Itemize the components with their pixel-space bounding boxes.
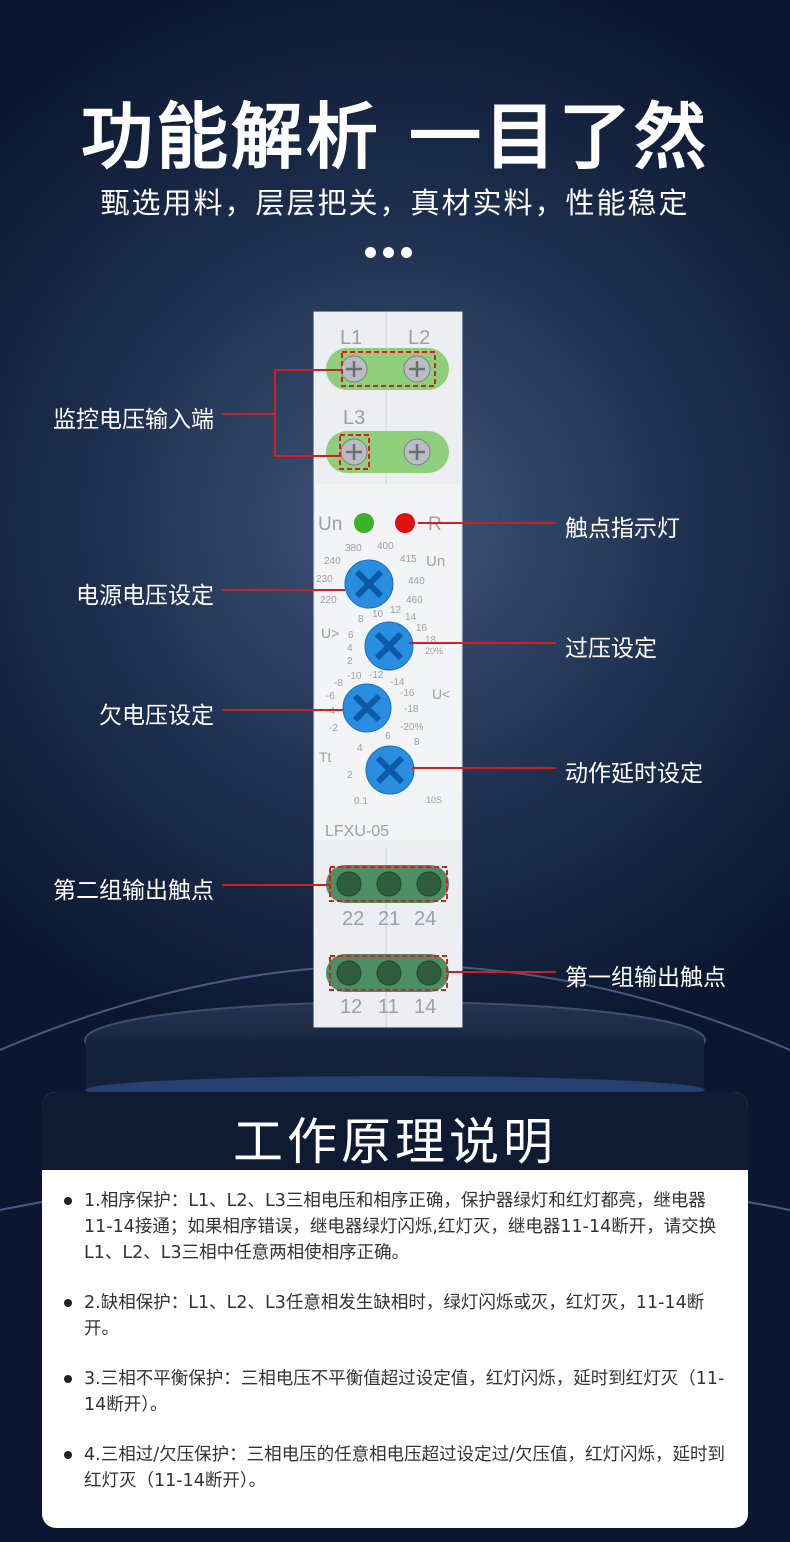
- terminal-label-l2: L2: [408, 327, 430, 349]
- device-model: LFXU-05: [325, 823, 389, 840]
- callout-input-terminals: 监控电压输入端: [53, 407, 214, 433]
- principle-header: 工作原理说明: [42, 1092, 748, 1171]
- dial-over-tick: 20%: [425, 646, 443, 656]
- dial-over-tick: 8: [358, 614, 364, 625]
- dial-un-tick: 460: [406, 595, 423, 606]
- output-1-label: 14: [414, 996, 436, 1018]
- dial-under-tick: -18: [404, 704, 419, 715]
- dial-tt-label: Tt: [319, 749, 332, 765]
- bullet-icon: [64, 1451, 72, 1459]
- dial-un-tick: 220: [320, 595, 337, 606]
- terminal-label-l3: L3: [343, 407, 365, 429]
- page-title: 功能解析 一目了然: [80, 95, 710, 179]
- dial-under-tick: -20%: [400, 722, 423, 733]
- dial-over-tick: 4: [347, 643, 353, 654]
- callout-contact-indicator: 触点指示灯: [565, 516, 680, 542]
- screw-icon: [340, 355, 431, 466]
- led-label-un: Un: [318, 514, 342, 535]
- dial-tt-tick: 8: [414, 737, 420, 748]
- red-led-icon: [395, 513, 415, 533]
- dial-under-tick: -14: [390, 677, 405, 688]
- callout-under-voltage: 欠电压设定: [99, 703, 214, 729]
- dial-over-tick: 14: [405, 612, 417, 623]
- dial-under-tick: -16: [400, 688, 415, 699]
- list-item: 2.缺相保护：L1、L2、L3任意相发生缺相时，绿灯闪烁或灭，红灯灭，11-14…: [64, 1290, 734, 1342]
- callout-lines: [222, 369, 556, 973]
- dial-under-label: U<: [432, 686, 450, 702]
- bullet-icon: [64, 1375, 72, 1383]
- callout-supply-voltage: 电源电压设定: [76, 583, 214, 609]
- callout-over-voltage: 过压设定: [565, 636, 657, 662]
- dial-un-tick: 240: [324, 556, 341, 567]
- dial-tt-tick: 2: [347, 770, 353, 781]
- list-item: 1.相序保护：L1、L2、L3三相电压和相序正确，保护器绿灯和红灯都亮，继电器1…: [64, 1188, 734, 1266]
- output-1-label: 11: [378, 996, 399, 1018]
- green-led-icon: [354, 513, 374, 533]
- principle-panel: 工作原理说明 1.相序保护：L1、L2、L3三相电压和相序正确，保护器绿灯和红灯…: [42, 1092, 748, 1528]
- bullet-icon: [64, 1197, 72, 1205]
- dial-tt-tick: 10S: [426, 795, 442, 805]
- dial-un-tick: 415: [400, 554, 417, 565]
- list-item: 3.三相不平衡保护：三相电压不平衡值超过设定值，红灯闪烁，延时到红灯灭（11-1…: [64, 1366, 734, 1418]
- dial-un-tick: 380: [345, 543, 362, 554]
- principle-title: 工作原理说明: [233, 1113, 557, 1171]
- dial-under-tick: -4: [326, 706, 335, 717]
- callout-output-group-1: 第一组输出触点: [565, 965, 726, 991]
- dial-un-tick: 440: [408, 576, 425, 587]
- output-2-label: 22: [342, 908, 364, 930]
- decorative-dots: [365, 243, 419, 262]
- page-subtitle: 甄选用料，层层把关，真材实料，性能稳定: [100, 186, 690, 220]
- dial-over-tick: 18: [425, 635, 437, 646]
- terminal-label-l1: L1: [340, 327, 362, 349]
- bullet-icon: [64, 1299, 72, 1307]
- dial-under-tick: -6: [326, 691, 335, 702]
- dial-un-tick: 400: [377, 541, 394, 552]
- dial-tt-tick: 0.1: [354, 796, 368, 807]
- dial-over-tick: 12: [390, 605, 402, 616]
- dial-over-tick: 10: [372, 609, 384, 620]
- principle-list: 1.相序保护：L1、L2、L3三相电压和相序正确，保护器绿灯和红灯都亮，继电器1…: [64, 1188, 734, 1518]
- dial-over-tick: 2: [347, 656, 353, 667]
- dial-tt-tick: 4: [357, 743, 363, 754]
- dial-under-tick: -10: [347, 671, 362, 682]
- dial-un-label: Un: [426, 553, 445, 570]
- dial-under-tick: -12: [369, 670, 384, 681]
- output-1-label: 12: [340, 996, 362, 1018]
- callout-delay: 动作延时设定: [565, 761, 703, 787]
- list-item: 4.三相过/欠压保护：三相电压的任意相电压超过设定过/欠压值，红灯闪烁，延时到红…: [64, 1442, 734, 1494]
- dial-un-tick: 230: [316, 574, 333, 585]
- dial-over-label: U>: [321, 625, 339, 641]
- dial-under-tick: -2: [329, 723, 338, 734]
- dial-over-tick: 16: [416, 623, 428, 634]
- dial-under-tick: -8: [334, 678, 343, 689]
- led-label-r: R: [428, 514, 442, 535]
- callout-output-group-2: 第二组输出触点: [53, 878, 214, 904]
- dial-over-tick: 6: [348, 630, 354, 641]
- screw-icon: [336, 871, 442, 986]
- output-2-label: 21: [378, 908, 400, 930]
- dial-tt-tick: 6: [385, 731, 391, 742]
- output-2-label: 24: [414, 908, 436, 930]
